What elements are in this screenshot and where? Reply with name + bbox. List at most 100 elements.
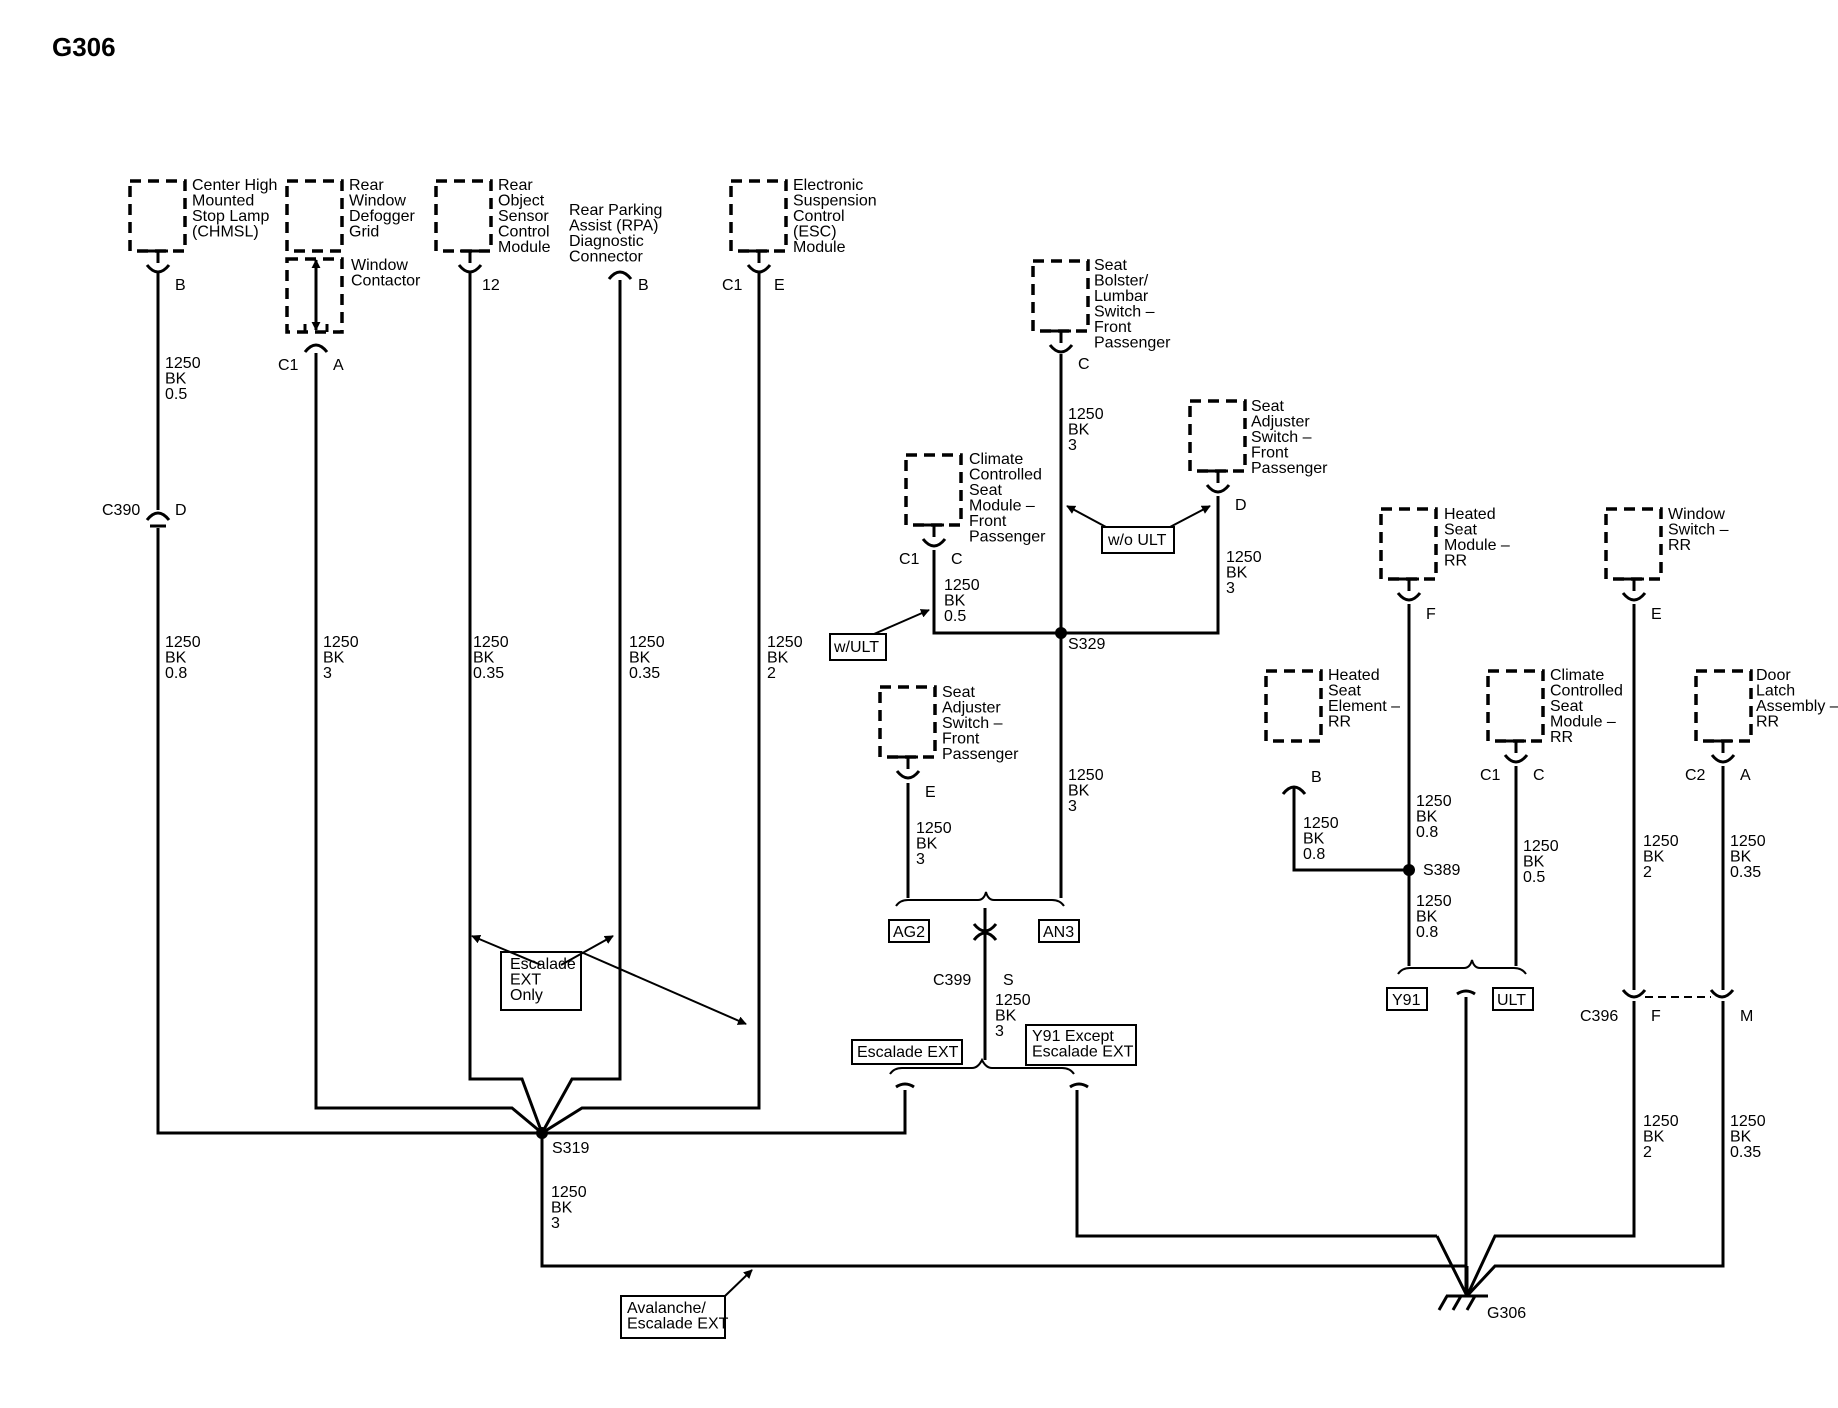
contactor-terminal	[303, 324, 329, 332]
chmsl-box	[128, 179, 187, 253]
wo-ult-box	[1101, 526, 1175, 554]
an3-label: AN3	[1043, 924, 1074, 941]
rpa-cup	[607, 270, 633, 280]
escalade-y91-brace	[889, 1057, 1075, 1075]
s329-label: S329	[1068, 636, 1105, 653]
pin-heated-element-b: B	[1311, 769, 1322, 786]
pin-rpa-b: B	[638, 277, 649, 294]
ag2-an3-brace	[895, 891, 1065, 907]
pin-esc-e: E	[774, 277, 785, 294]
pin-door-c2: C2	[1685, 767, 1706, 784]
wire-climate-front	[932, 550, 1061, 635]
wire-rpa	[540, 280, 622, 1134]
w-ult-label: w/ULT	[833, 639, 879, 656]
wire-heated-element	[1292, 801, 1409, 872]
pin-door-a: A	[1740, 767, 1751, 784]
chmsl-terminal	[145, 249, 171, 274]
splices	[536, 627, 1415, 1139]
wire-y91-ground	[1075, 1090, 1437, 1238]
y91-box	[1386, 987, 1428, 1011]
heated-seat-element-rr-box	[1264, 669, 1323, 743]
seat-adjuster-upper-box	[1188, 399, 1247, 473]
s389-splice	[1403, 864, 1415, 876]
connector-symbols	[145, 249, 1736, 999]
climate-rr-terminal	[1503, 739, 1529, 764]
adj-upper-terminal	[1205, 469, 1231, 494]
heated-module-terminal	[1396, 577, 1422, 602]
an3-box	[1038, 919, 1080, 943]
wire-ros	[468, 272, 544, 1134]
s329-splice	[1055, 627, 1067, 639]
avalanche-arrow	[724, 1269, 753, 1297]
y91-label: Y91	[1392, 992, 1421, 1009]
adj-lower-terminal	[895, 755, 921, 780]
pin-window-switch-e: E	[1651, 606, 1662, 623]
escalade-arrow-rpa	[560, 935, 614, 966]
pin-defogger-a: A	[333, 357, 344, 374]
wo-ult-label: w/o ULT	[1107, 532, 1167, 549]
door-terminal	[1710, 739, 1736, 764]
c399-label: C399	[933, 972, 971, 989]
escalade-arrow-ros	[471, 934, 542, 966]
y91-ult-brace	[1397, 959, 1527, 975]
pin-chmsl-b: B	[175, 277, 186, 294]
pin-c399-s: S	[1003, 972, 1014, 989]
escalade-ext-box	[851, 1039, 963, 1065]
ag2-box	[888, 919, 930, 943]
pin-c396-m: M	[1740, 1008, 1753, 1025]
pin-climate-c1: C1	[899, 551, 920, 568]
w-ult-box	[829, 633, 887, 661]
heated-seat-module-rr-box	[1379, 507, 1438, 581]
window-switch-rr-box	[1604, 507, 1663, 581]
pin-heated-module-f: F	[1426, 606, 1436, 623]
rear-object-sensor-box	[434, 179, 493, 253]
wo-ult-arrow-right	[1169, 505, 1211, 528]
c396-label: C396	[1580, 1008, 1618, 1025]
wire-esc	[541, 272, 761, 1135]
pin-defogger-c1: C1	[278, 357, 299, 374]
window-switch-terminal	[1621, 577, 1647, 602]
pin-adj-lower-e: E	[925, 784, 936, 801]
pin-c390-d: D	[175, 502, 187, 519]
pointer-arrows	[471, 505, 1211, 1297]
pin-bolster-c: C	[1078, 356, 1090, 373]
c396-m-connector	[1709, 989, 1735, 999]
pin-c396-f: F	[1651, 1008, 1661, 1025]
c390-label: C390	[102, 502, 140, 519]
wire-window-switch-lower	[1465, 1001, 1636, 1297]
avalanche-box	[620, 1295, 726, 1339]
climate-seat-rr-box	[1486, 669, 1545, 743]
avalanche-label: Avalanche/Escalade EXT	[627, 1300, 729, 1333]
pin-ros-12: 12	[482, 277, 500, 294]
wire-adj-upper	[1061, 496, 1220, 635]
s389-label: S389	[1423, 862, 1460, 879]
heated-element-cup	[1281, 785, 1307, 801]
wire-s319-escalade	[542, 1090, 907, 1135]
